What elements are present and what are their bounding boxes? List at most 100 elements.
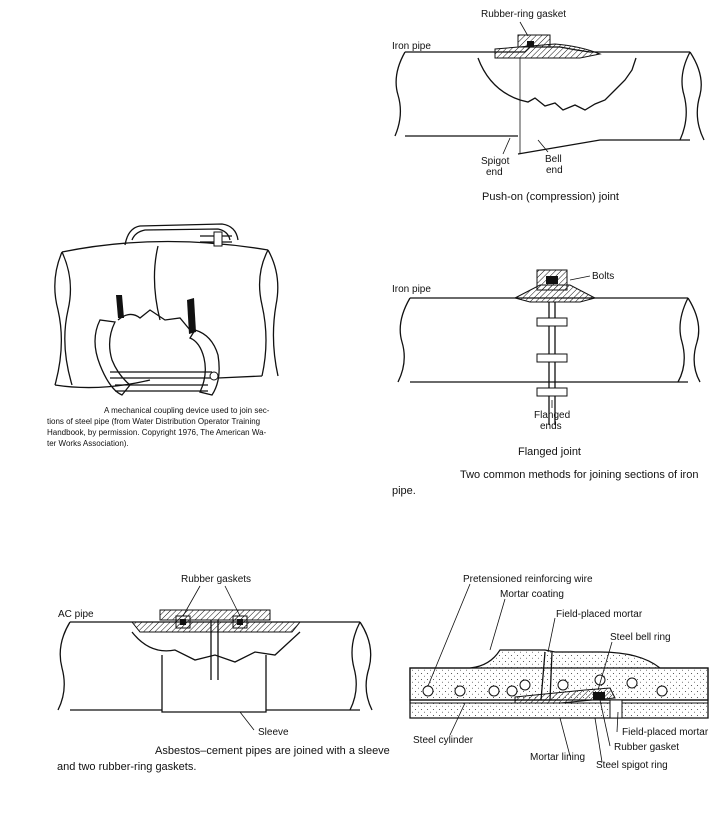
field-mortar-top-leader xyxy=(547,617,556,653)
spigot-ring-leader xyxy=(594,717,603,763)
steel-gasket-label: Rubber gasket xyxy=(614,742,679,753)
rubber-gaskets-label: Rubber gaskets xyxy=(181,574,251,585)
steel-bell-ring xyxy=(514,687,616,704)
wire-leader xyxy=(427,583,471,687)
flanged-iron-pipe-label: Iron pipe xyxy=(392,284,431,295)
wire-7 xyxy=(594,674,606,686)
asbestos-caption-line-2: and two rubber-ring gaskets. xyxy=(57,761,196,773)
spigot-label-1: Spigot xyxy=(481,156,510,167)
flanged-joint-diagram: Bolts Iron pipe Flanged ends Flanged joi… xyxy=(392,269,701,497)
wire-8 xyxy=(626,677,638,689)
gasket-ring xyxy=(527,41,534,47)
coupling-caption-line-1: A mechanical coupling device used to joi… xyxy=(104,406,270,415)
field-mortar-right-label: Field-placed mortar xyxy=(622,727,709,738)
wire-5 xyxy=(519,679,531,691)
flange-bolt-2 xyxy=(536,353,568,363)
ac-pipe-right-inner xyxy=(349,621,361,711)
coupling-caption-line-2: tions of steel pipe (from Water Distribu… xyxy=(47,417,260,426)
field-mortar-right-leader xyxy=(616,711,619,733)
mechanical-coupling-illustration: A mechanical coupling device used to joi… xyxy=(47,223,279,448)
pipe-right-end xyxy=(689,51,705,141)
steel-cylinder-joint-diagram: Pretensioned reinforcing wire Mortar coa… xyxy=(409,574,709,771)
flanged-pipe-right-inner xyxy=(677,297,689,383)
reinforcing-wires xyxy=(422,674,668,697)
wire-label: Pretensioned reinforcing wire xyxy=(463,574,593,585)
bell-leader xyxy=(537,139,549,153)
asbestos-cement-joint-diagram: Rubber gaskets AC pipe Sleeve Asbestos–c… xyxy=(57,574,390,773)
bell-label-2: end xyxy=(546,165,563,176)
figure-caption-line-2: pipe. xyxy=(392,485,416,497)
rubber-gasket-right-core xyxy=(237,619,243,625)
steel-spigot-ring xyxy=(609,699,623,719)
flange-top-bolt xyxy=(546,276,558,284)
bell-ring-label: Steel bell ring xyxy=(610,632,671,643)
push-on-joint-diagram: Rubber-ring gasket Iron pipe Spigot end … xyxy=(392,9,705,203)
coupling-bolt-1 xyxy=(110,371,212,379)
spigot-label-2: end xyxy=(486,167,503,178)
sleeve-center xyxy=(210,620,219,680)
wire-4 xyxy=(506,685,518,697)
wire-2 xyxy=(454,685,466,697)
ac-pipe-right-end xyxy=(359,621,373,711)
flanged-caption: Flanged joint xyxy=(518,446,581,458)
coupling-caption-line-4: ter Works Association). xyxy=(47,439,129,448)
coupling-left-follower xyxy=(94,319,131,396)
sleeve-label: Sleeve xyxy=(258,727,289,738)
coupling-top-nut xyxy=(213,231,223,247)
push-on-caption: Push-on (compression) joint xyxy=(482,191,619,203)
ac-pipe-wall-hatch xyxy=(130,621,302,633)
flange-bolt-1 xyxy=(536,317,568,327)
coupling-pipe-left-inner xyxy=(61,251,73,386)
sleeve-leader xyxy=(239,711,255,731)
flanged-pipe-left-end xyxy=(397,297,411,383)
coupling-sleeve-seam xyxy=(153,245,161,321)
coupling-pipe-bottom-left xyxy=(54,379,151,389)
wire-3 xyxy=(488,685,500,697)
ac-pipe-left-end xyxy=(57,621,71,711)
cylinder-label: Steel cylinder xyxy=(413,735,474,746)
bolts-leader xyxy=(569,275,591,281)
field-mortar-joint xyxy=(540,651,553,701)
gasket-leader xyxy=(519,21,529,37)
cylinder-leader xyxy=(449,702,466,736)
ac-pipe-label: AC pipe xyxy=(58,609,94,620)
coupling-caption: A mechanical coupling device used to joi… xyxy=(47,406,270,448)
pipe-right-inner xyxy=(679,51,691,141)
coupling-cutaway-edge xyxy=(117,309,191,331)
flanged-pipe-right-end xyxy=(687,297,701,383)
coupling-pipe-top xyxy=(61,240,269,253)
coupling-pipe-right-inner xyxy=(267,249,279,377)
coupling-right-follower xyxy=(189,329,220,396)
coupling-gasket-right xyxy=(187,298,196,334)
cutaway-edge xyxy=(477,57,637,111)
bell-ring-leader xyxy=(597,641,613,691)
wire-9 xyxy=(656,685,668,697)
field-mortar-top-label: Field-placed mortar xyxy=(556,609,643,620)
coupling-gasket-left xyxy=(116,295,124,318)
sleeve-top xyxy=(159,609,271,621)
sleeve-body xyxy=(161,655,267,713)
spigot-ring-label: Steel spigot ring xyxy=(596,760,668,771)
bolts-label: Bolts xyxy=(592,271,614,282)
lining-label: Mortar lining xyxy=(530,752,585,763)
mortar-lining xyxy=(409,702,709,719)
wire-1 xyxy=(422,685,434,697)
coupling-nut xyxy=(209,371,219,381)
asbestos-caption-line-1: Asbestos–cement pipes are joined with a … xyxy=(155,745,390,757)
coupling-pipe-bottom-right xyxy=(217,375,263,379)
steel-rubber-gasket xyxy=(593,692,605,700)
wire-6 xyxy=(557,679,569,691)
pipe-left-end xyxy=(394,51,406,137)
lining-leader xyxy=(559,717,571,757)
iron-pipe-label: Iron pipe xyxy=(392,41,431,52)
coupling-pipe-right-end xyxy=(258,249,269,377)
gasket-label: Rubber-ring gasket xyxy=(481,9,566,20)
spigot-leader xyxy=(502,137,511,155)
coupling-top-band-inner xyxy=(131,228,231,241)
rubber-gasket-left-core xyxy=(180,619,186,625)
flange-bolt-3 xyxy=(536,387,568,397)
coupling-pipe-left-end xyxy=(54,251,63,386)
bell-label-1: Bell xyxy=(545,154,562,165)
gaskets-leaders xyxy=(182,585,241,617)
